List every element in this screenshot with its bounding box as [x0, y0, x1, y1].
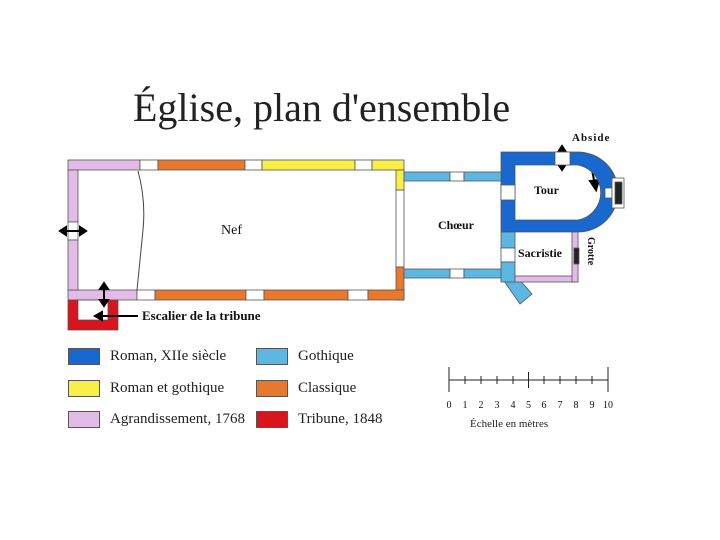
scale-tick: 6 [542, 400, 547, 411]
nave-walls [67, 159, 405, 301]
scale-tick: 9 [590, 400, 595, 411]
choeur-walls [403, 171, 533, 305]
label-choeur: Chœur [438, 218, 475, 232]
legend-label: Agrandissement, 1768 [110, 411, 245, 427]
legend-item: Agrandissement, 1768 [68, 411, 245, 428]
scale-tick: 5 [526, 400, 531, 411]
scale-bar [448, 367, 609, 392]
demolished-wall-line [136, 170, 145, 291]
legend-label: Classique [298, 380, 357, 396]
scale-caption: Échelle en mètres [470, 418, 549, 430]
label-escalier: Escalier de la tribune [142, 308, 261, 323]
legend-swatch [68, 348, 100, 365]
legend-swatch [68, 411, 100, 428]
tower-apse [500, 151, 625, 233]
scale-tick: 3 [495, 400, 500, 411]
scale-tick: 7 [558, 400, 563, 411]
legend-item: Roman et gothique [68, 380, 224, 397]
scale-tick: 10 [603, 400, 613, 411]
legend-label: Roman, XIIe siècle [110, 348, 227, 364]
scale-tick: 8 [574, 400, 579, 411]
label-nef: Nef [221, 223, 242, 238]
label-abside: Abside [572, 132, 610, 144]
label-tour: Tour [534, 183, 560, 197]
legend-swatch [256, 380, 288, 397]
sacristie-walls [500, 231, 580, 283]
label-sacristie: Sacristie [518, 246, 563, 260]
legend-swatch [256, 348, 288, 365]
legend-swatch [68, 380, 100, 397]
legend-item: Classique [256, 380, 356, 397]
legend-item: Gothique [256, 348, 354, 365]
legend-label: Roman et gothique [110, 380, 225, 396]
scale-tick: 4 [511, 400, 516, 411]
legend-item: Roman, XIIe siècle [68, 348, 226, 365]
legend-item: Tribune, 1848 [256, 411, 382, 428]
legend-swatch [256, 411, 288, 428]
label-grotte: Grotte [585, 237, 596, 266]
legend-label: Tribune, 1848 [298, 411, 383, 427]
scale-tick: 0 [447, 400, 452, 411]
page-title: Église, plan d'ensemble [133, 85, 511, 130]
scale-tick: 2 [479, 400, 484, 411]
legend-label: Gothique [298, 348, 354, 364]
scale-tick: 1 [463, 400, 468, 411]
scale-ticks: 0 1 2 3 4 5 6 7 8 9 10 [447, 400, 614, 411]
